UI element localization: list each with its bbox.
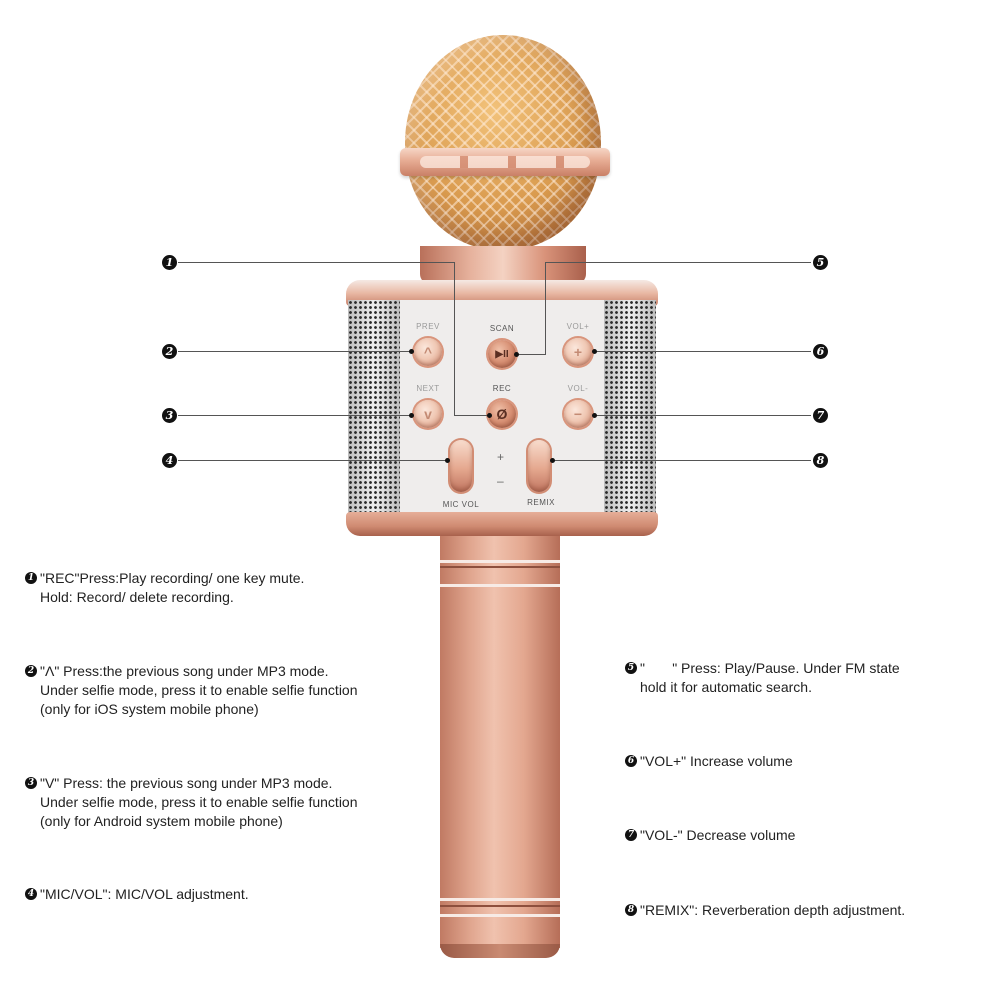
- description-6: 6 "VOL+" Increase volume: [625, 752, 793, 771]
- description-badge-4: 4: [25, 888, 37, 900]
- description-text: "Λ" Press:the previous song under MP3 mo…: [40, 663, 329, 679]
- handle-ring: [440, 905, 560, 907]
- callout-badge-3: 3: [162, 408, 177, 423]
- callout-line-1-end: [454, 415, 490, 416]
- description-2: 2 "Λ" Press:the previous song under MP3 …: [25, 662, 358, 719]
- vol-plus-label: VOL+: [566, 322, 590, 331]
- callout-line-4: [178, 460, 448, 461]
- description-text: Hold: Record/ delete recording.: [40, 589, 234, 605]
- description-text: "MIC/VOL": MIC/VOL adjustment.: [40, 886, 249, 902]
- microphone-neck: [420, 246, 586, 284]
- speaker-grill-left: [348, 300, 400, 518]
- callout-badge-7: 7: [813, 408, 828, 423]
- callout-line-5-vertical: [545, 262, 546, 354]
- remix-label: REMIX: [527, 498, 555, 507]
- handle-ring: [440, 560, 560, 563]
- callout-dot-2: [409, 349, 414, 354]
- mic-vol-slider[interactable]: [450, 440, 472, 492]
- description-5: 5 " " Press: Play/Pause. Under FM state …: [625, 659, 900, 697]
- speaker-grill-right: [604, 300, 656, 518]
- mesh-head-band: [400, 148, 610, 176]
- callout-dot-8: [550, 458, 555, 463]
- vol-plus-button[interactable]: +: [564, 338, 592, 366]
- play-pause-icon: ▶II: [495, 348, 509, 360]
- description-1: 1 "REC"Press:Play recording/ one key mut…: [25, 569, 305, 607]
- description-text: Under selfie mode, press it to enable se…: [40, 682, 358, 698]
- description-badge-2: 2: [25, 665, 37, 677]
- remix-slider[interactable]: [528, 440, 550, 492]
- callout-line-7: [594, 415, 811, 416]
- description-text: "REMIX": Reverberation depth adjustment.: [640, 902, 906, 918]
- callout-line-1-vertical: [454, 262, 455, 415]
- callout-line-5: [545, 262, 811, 263]
- vol-minus-label: VOL-: [567, 384, 589, 393]
- callout-badge-5: 5: [813, 255, 828, 270]
- handle-ring: [440, 898, 560, 901]
- description-text: (only for iOS system mobile phone): [40, 701, 259, 717]
- callout-line-1: [178, 262, 454, 263]
- callout-line-3: [178, 415, 412, 416]
- minus-sign: –: [497, 474, 504, 488]
- scan-label: SCAN: [489, 324, 515, 333]
- description-badge-1: 1: [25, 572, 37, 584]
- description-3: 3 "V" Press: the previous song under MP3…: [25, 774, 358, 831]
- callout-badge-6: 6: [813, 344, 828, 359]
- callout-dot-4: [445, 458, 450, 463]
- callout-line-6: [594, 351, 811, 352]
- next-label: NEXT: [416, 384, 440, 393]
- description-text: "REC"Press:Play recording/ one key mute.: [40, 570, 305, 586]
- description-badge-7: 7: [625, 829, 637, 841]
- callout-dot-5: [514, 352, 519, 357]
- callout-line-5-end: [516, 354, 546, 355]
- description-badge-8: 8: [625, 904, 637, 916]
- callout-badge-1: 1: [162, 255, 177, 270]
- plus-icon: +: [573, 344, 583, 360]
- handle-ring: [440, 584, 560, 587]
- description-text: " " Press: Play/Pause. Under FM state: [640, 660, 900, 676]
- callout-dot-7: [592, 413, 597, 418]
- description-4: 4 "MIC/VOL": MIC/VOL adjustment.: [25, 885, 249, 904]
- description-text: "VOL-" Decrease volume: [640, 827, 796, 843]
- callout-dot-6: [592, 349, 597, 354]
- body-bottom-rim: [346, 512, 658, 536]
- callout-badge-2: 2: [162, 344, 177, 359]
- description-text: Under selfie mode, press it to enable se…: [40, 794, 358, 810]
- rec-label: REC: [492, 384, 512, 393]
- handle-ring: [440, 914, 560, 917]
- description-7: 7 "VOL-" Decrease volume: [625, 826, 796, 845]
- description-text: "V" Press: the previous song under MP3 m…: [40, 775, 333, 791]
- microphone-mesh-head: [405, 35, 601, 250]
- handle-ring: [440, 566, 560, 568]
- handle-base: [440, 944, 560, 958]
- description-badge-5: 5: [625, 662, 637, 674]
- minus-icon: −: [573, 406, 583, 422]
- prev-label: PREV: [416, 322, 440, 331]
- mute-mic-icon: Ø: [496, 406, 508, 422]
- rec-button[interactable]: Ø: [488, 400, 516, 428]
- prev-button[interactable]: ^: [414, 338, 442, 366]
- callout-badge-8: 8: [813, 453, 828, 468]
- callout-dot-3: [409, 413, 414, 418]
- next-button[interactable]: v: [414, 400, 442, 428]
- description-badge-6: 6: [625, 755, 637, 767]
- description-8: 8 "REMIX": Reverberation depth adjustmen…: [625, 901, 906, 920]
- chevron-down-icon: v: [424, 406, 432, 422]
- description-text: hold it for automatic search.: [640, 679, 812, 695]
- plus-sign: +: [497, 450, 505, 464]
- callout-line-2: [178, 351, 412, 352]
- vol-minus-button[interactable]: −: [564, 400, 592, 428]
- callout-line-8: [552, 460, 811, 461]
- chevron-up-icon: ^: [423, 344, 433, 360]
- callout-dot-1: [487, 413, 492, 418]
- description-text: "VOL+" Increase volume: [640, 753, 793, 769]
- callout-badge-4: 4: [162, 453, 177, 468]
- description-text: (only for Android system mobile phone): [40, 813, 283, 829]
- scan-play-pause-button[interactable]: ▶II: [488, 340, 516, 368]
- mic-vol-label: MIC VOL: [442, 500, 480, 509]
- description-badge-3: 3: [25, 777, 37, 789]
- microphone-handle: [440, 536, 560, 948]
